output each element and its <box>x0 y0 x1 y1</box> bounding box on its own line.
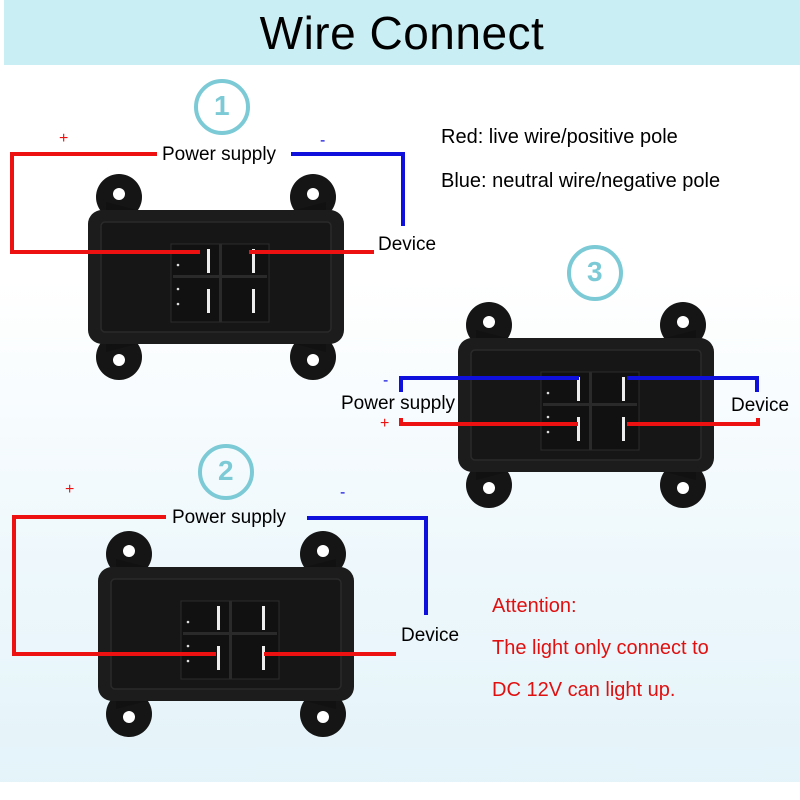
legend-blue: Blue: neutral wire/negative pole <box>441 170 721 192</box>
negative-wire-3b <box>627 376 759 392</box>
plus-sign-1: + <box>59 130 69 147</box>
positive-wire-1a <box>10 152 200 254</box>
plus-sign-2: + <box>65 481 75 498</box>
junction-box-2 <box>97 530 355 738</box>
legend-red: Red: live wire/positive pole <box>441 126 678 148</box>
positive-wire-2a <box>12 515 216 656</box>
device-label-3: Device <box>731 395 790 416</box>
attention-line-1: The light only connect to <box>492 637 709 659</box>
plus-sign-3: + <box>380 415 390 432</box>
positive-wire-3a <box>399 418 578 426</box>
negative-wire-1 <box>291 152 405 226</box>
negative-wire-2 <box>307 516 428 615</box>
negative-wire-3a <box>399 376 579 392</box>
attention-line-2: DC 12V can light up. <box>492 679 676 701</box>
step-circle-3 <box>567 245 623 301</box>
diagram-1 <box>10 79 405 381</box>
power-supply-label-1: Power supply <box>162 144 277 165</box>
bottom-strip <box>0 782 800 800</box>
junction-box-3 <box>457 301 715 509</box>
power-supply-label-3: Power supply <box>341 393 456 414</box>
step-number-2: 2 <box>218 455 234 486</box>
diagram-2 <box>12 444 428 738</box>
title-bar: Wire Connect <box>4 0 800 65</box>
page-title: Wire Connect <box>259 6 545 59</box>
minus-sign-2: - <box>340 484 346 501</box>
device-label-1: Device <box>378 234 437 255</box>
minus-sign-3: - <box>383 372 389 389</box>
step-circle-2 <box>198 444 254 500</box>
step-number-3: 3 <box>587 256 603 287</box>
diagram-3 <box>399 245 760 509</box>
step-circle-1 <box>194 79 250 135</box>
attention-heading: Attention: <box>492 595 577 617</box>
step-number-1: 1 <box>214 90 230 121</box>
minus-sign-1: - <box>320 132 326 149</box>
device-label-2: Device <box>401 625 460 646</box>
power-supply-label-2: Power supply <box>172 507 287 528</box>
positive-wire-3b <box>627 418 760 426</box>
junction-box-1 <box>87 173 345 381</box>
